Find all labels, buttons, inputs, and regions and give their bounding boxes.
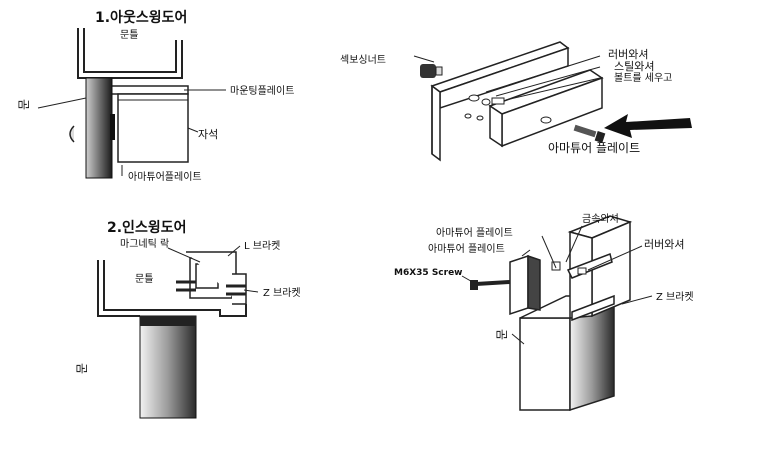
mounting-plate-shape bbox=[107, 85, 189, 95]
door-handle-shape bbox=[69, 125, 75, 143]
out-door-label: 문 bbox=[17, 99, 31, 110]
steel-washer-label: 스틸와셔 bbox=[614, 60, 654, 73]
in-door-shape bbox=[139, 315, 197, 419]
top-rubber-washer-label: 러버와셔 bbox=[608, 48, 648, 61]
bottom-z-bracket-label: Z 브라켓 bbox=[656, 291, 694, 303]
washer-shapes bbox=[464, 94, 552, 124]
insert-arrow-icon bbox=[604, 114, 692, 138]
bottom-rubber-washer-label: 러버와셔 bbox=[644, 238, 684, 251]
metal-washer-label: 금속와셔 bbox=[582, 213, 619, 225]
top-armature-plate-label: 아마튜어 플레이트 bbox=[548, 141, 640, 155]
out-swing-diagram: 1.아웃스윙도어 문틀 마운팅플레이트 자석 아마튜어플레이트 문 bbox=[17, 9, 294, 183]
out-swing-title: 1.아웃스윙도어 bbox=[95, 9, 187, 26]
bottom-armature-plate-label-2: 아마튜어 플레이트 bbox=[428, 243, 505, 255]
bottom-door-shape bbox=[519, 294, 615, 412]
bottom-armature-plate-label-1: 아마튜어 플레이트 bbox=[436, 227, 513, 239]
screw-shape bbox=[470, 280, 511, 290]
mounting-plate-label: 마운팅플레이트 bbox=[230, 85, 294, 97]
in-door-label: 문 bbox=[75, 363, 89, 374]
magnet-label: 자석 bbox=[198, 128, 218, 141]
magnet-shape bbox=[117, 93, 189, 163]
door-frame-shape bbox=[77, 28, 183, 79]
in-swing-diagram: 2.인스윙도어 마그네틱 락 L 브라켓 문틀 Z 브라켓 bbox=[75, 219, 301, 419]
bottom-washer-shapes bbox=[551, 261, 587, 275]
in-frame-shape bbox=[97, 260, 140, 317]
sex-nut-shape bbox=[420, 64, 443, 78]
door-shape bbox=[85, 77, 113, 179]
in-frame-label: 문틀 bbox=[135, 273, 153, 285]
top-bolt-shape bbox=[573, 124, 606, 143]
bolt-label: 볼트를 세우고 bbox=[614, 72, 672, 84]
z-bracket-label: Z 브라켓 bbox=[263, 287, 301, 299]
out-armature-plate-label: 아마튜어플레이트 bbox=[128, 171, 202, 183]
magnetic-lock-label: 마그네틱 락 bbox=[120, 238, 169, 250]
bottom-lock-shape bbox=[566, 215, 633, 322]
sex-nut-label: 섹보싱너트 bbox=[340, 54, 386, 66]
bottom-armature-plate-shape bbox=[509, 254, 541, 316]
top-armature-plate-shape bbox=[488, 69, 604, 148]
exploded-bottom-diagram: 아마튜어 플레이트 금속와셔 아마튜어 플레이트 러버와셔 M6X35 Scre… bbox=[394, 213, 694, 412]
in-lock-assembly bbox=[176, 251, 247, 305]
in-swing-title: 2.인스윙도어 bbox=[107, 219, 186, 236]
bottom-door-label: 문 bbox=[495, 329, 509, 340]
screw-label: M6X35 Screw bbox=[394, 268, 463, 278]
armature-plate-shape bbox=[110, 114, 115, 140]
out-swing-frame-label: 문틀 bbox=[120, 29, 138, 41]
exploded-top-diagram: 섹보싱너트 러버와셔 스틸와셔 볼트를 세우고 아마튜어 플레이트 bbox=[340, 41, 692, 162]
l-bracket-label: L 브라켓 bbox=[244, 240, 280, 252]
